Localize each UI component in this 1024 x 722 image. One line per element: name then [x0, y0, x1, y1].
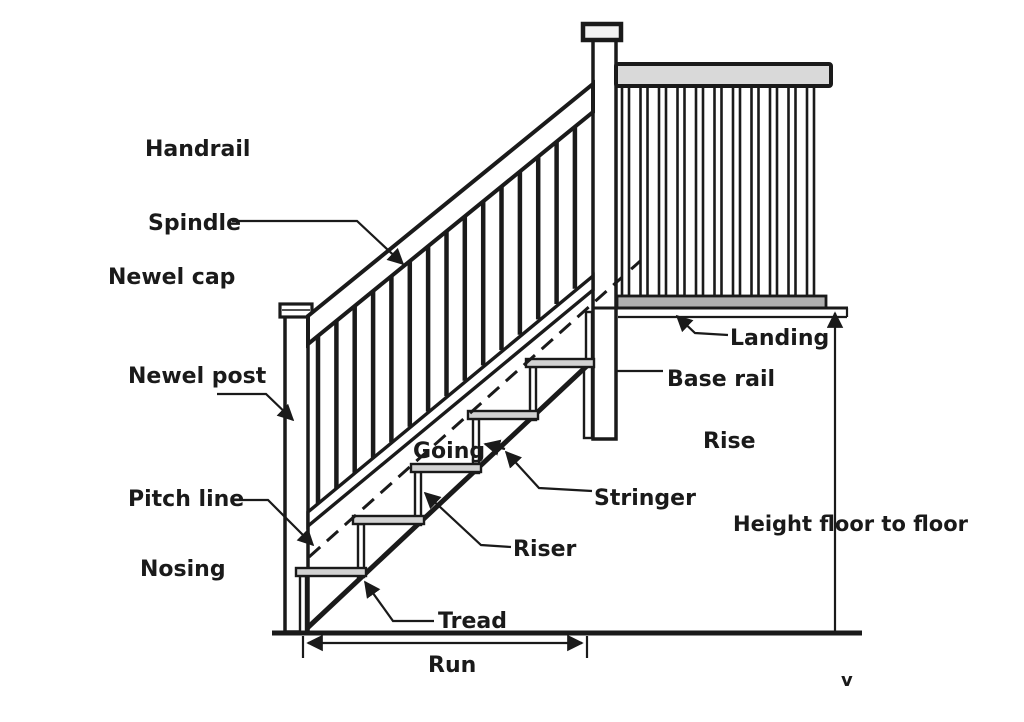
spindle-bar: [620, 84, 631, 298]
run-dimension: [301, 634, 589, 658]
newel-post-leader: [217, 392, 295, 422]
spindle-bar: [768, 84, 779, 298]
height-floor-to-floor-label: Height floor to floor: [733, 512, 969, 536]
base-rail-board: [306, 272, 595, 530]
newel-cap-label: Newel cap: [108, 265, 235, 290]
leader-lines: [217, 219, 729, 623]
going-arrow: [483, 439, 506, 456]
handrail-label: Handrail: [145, 137, 250, 162]
spindle-leader: [232, 219, 405, 266]
upper-newel-cap: [580, 21, 624, 43]
pitch-line-leader: [233, 498, 315, 547]
going-label: Going: [413, 439, 485, 464]
spindle-bar: [750, 84, 760, 298]
nosing-label: Nosing: [140, 557, 226, 582]
base-rail-label: Base rail: [667, 367, 775, 392]
stringer-leader: [504, 450, 593, 493]
landing-platform: [592, 306, 849, 319]
tread-label: Tread: [438, 609, 507, 634]
spindle-bar: [787, 84, 797, 298]
pitch-line-label: Pitch line: [128, 487, 244, 512]
spindle-bar: [676, 84, 686, 298]
spindle-bar: [713, 84, 723, 298]
bottom-marker-glyph: v: [841, 670, 853, 691]
stair-spindles: [315, 124, 578, 504]
riser-label: Riser: [513, 537, 576, 562]
run-label: Run: [428, 653, 476, 678]
pitch-line-dashed: [308, 253, 648, 559]
landing-top-rail: [614, 62, 833, 88]
stringer-label: Stringer: [594, 486, 696, 511]
riser-leader: [423, 491, 512, 549]
rise-label: Rise: [703, 429, 756, 454]
tread-leader: [364, 580, 434, 623]
spindle-label: Spindle: [148, 211, 241, 236]
spindle-bar: [731, 84, 742, 298]
landing-spindles: [620, 84, 816, 298]
labels: Handrail Spindle Newel cap Newel post Pi…: [108, 137, 969, 691]
landing-leader: [675, 314, 729, 337]
landing-label: Landing: [730, 326, 829, 351]
tread: [294, 357, 596, 578]
spindle-bar: [805, 84, 816, 298]
spindle-bar: [694, 84, 705, 298]
upper-newel-post: [580, 21, 624, 441]
newel-post-label: Newel post: [128, 364, 267, 389]
handrail-board: [306, 79, 595, 349]
stair-steps: [294, 310, 596, 635]
spindle-bar: [657, 84, 668, 298]
spindle-bar: [639, 84, 649, 298]
lower-newel-post: [278, 302, 314, 634]
landing-bottom-rail: [615, 294, 828, 310]
